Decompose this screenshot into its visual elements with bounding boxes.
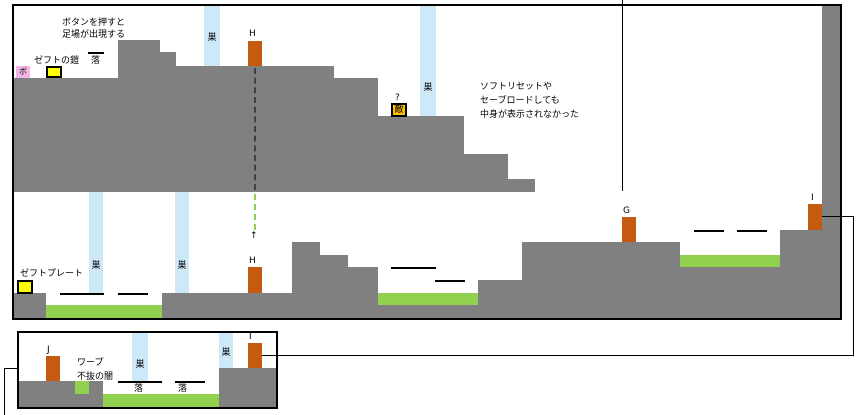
lower-ground-left: [14, 293, 46, 318]
nest-lower-2: 巣: [175, 192, 189, 293]
pink-tag[interactable]: ボ: [16, 66, 30, 78]
small-fall-platform-1: [118, 381, 162, 383]
upper-step-1: [118, 40, 160, 192]
lower-ground-3: [478, 280, 522, 318]
connector-j-v: [4, 368, 5, 415]
lower-under-grass-3: [680, 267, 780, 318]
small-ground-under-grass-1: [75, 394, 103, 407]
door-g[interactable]: [622, 217, 636, 242]
lower-ground-2: [162, 293, 292, 318]
door-i[interactable]: [808, 204, 822, 230]
lower-hill-3: [348, 267, 378, 318]
warp-dashed-line-lower: [254, 194, 256, 230]
upper-slope-1: [464, 154, 508, 192]
right-wall: [822, 6, 840, 318]
warp-note: ワープ 不抜の闇: [77, 358, 114, 382]
nest-upper-1: 巣: [204, 6, 220, 66]
grass-2: [378, 293, 478, 305]
door-g-label: G: [623, 206, 630, 216]
door-i-label: I: [811, 193, 814, 203]
upper-slope-2: [508, 179, 535, 192]
connector-j-h: [4, 368, 18, 369]
lower-hill-1: [292, 242, 320, 318]
small-ground-right: [219, 368, 276, 407]
zeft-armor-box[interactable]: [46, 66, 62, 78]
upper-floor-left: [14, 78, 118, 192]
upper-floor-right: [378, 116, 464, 192]
small-nest-2: 巣: [219, 333, 233, 368]
nest-upper-2: 巣: [420, 6, 436, 116]
door-i-small[interactable]: [248, 343, 262, 368]
door-h-upper-label: H: [249, 29, 256, 39]
connector-i-v: [853, 216, 854, 356]
small-grass-1: [75, 381, 89, 394]
warp-arrow-icon: ↑: [250, 231, 258, 241]
warp-dashed-line: [254, 68, 256, 190]
platform-lower-6: [737, 230, 767, 232]
door-h-upper[interactable]: [248, 41, 262, 66]
door-h-lower[interactable]: [248, 267, 262, 293]
small-fall-label-1: 落: [134, 384, 144, 394]
fall-platform-upper: [88, 52, 104, 54]
connector-g-vertical: [622, 0, 623, 191]
zeft-plate-box[interactable]: [17, 280, 33, 294]
small-map-frame: [17, 331, 278, 409]
lower-hill-2: [320, 255, 348, 318]
lower-under-grass-2: [378, 305, 478, 318]
upper-step-2: [160, 52, 176, 192]
platform-lower-3: [391, 267, 436, 269]
small-fall-label-2: 落: [178, 384, 188, 394]
nest-lower-1: 巣: [89, 192, 103, 293]
unknown-label: ?: [395, 93, 400, 103]
main-map-frame: [12, 4, 842, 320]
zeft-armor-label: ゼフトの鎧: [34, 56, 80, 66]
small-nest-1: 巣: [132, 333, 148, 381]
connector-i-h2: [262, 355, 854, 356]
button-note: ボタンを押すと 足場が出現する: [62, 18, 126, 40]
lower-plateau: [522, 242, 680, 318]
small-ground-2: [89, 381, 103, 394]
door-h-lower-label: H: [249, 256, 256, 266]
platform-lower-1: [60, 293, 104, 295]
door-i-small-label: I: [249, 332, 252, 342]
upper-floor-step: [334, 78, 378, 192]
door-j-label: J: [47, 345, 50, 355]
small-fall-platform-2: [175, 381, 205, 383]
platform-lower-5: [694, 230, 724, 232]
zeft-plate-label: ゼフトプレート: [20, 269, 84, 279]
grass-3: [680, 255, 780, 267]
small-grass-2: [103, 394, 219, 407]
fall-label-upper: 落: [91, 56, 101, 66]
connector-i-h1: [822, 216, 854, 217]
enemy-box[interactable]: 敵: [391, 103, 407, 117]
soft-reset-note: ソフトリセットや セーブロードしても 中身が表示されなかった: [480, 82, 580, 120]
small-ground-1: [19, 381, 75, 407]
grass-1: [46, 305, 162, 318]
door-j[interactable]: [46, 356, 60, 381]
platform-lower-4: [435, 280, 465, 282]
platform-lower-2: [118, 293, 148, 295]
lower-ground-right: [780, 230, 822, 318]
